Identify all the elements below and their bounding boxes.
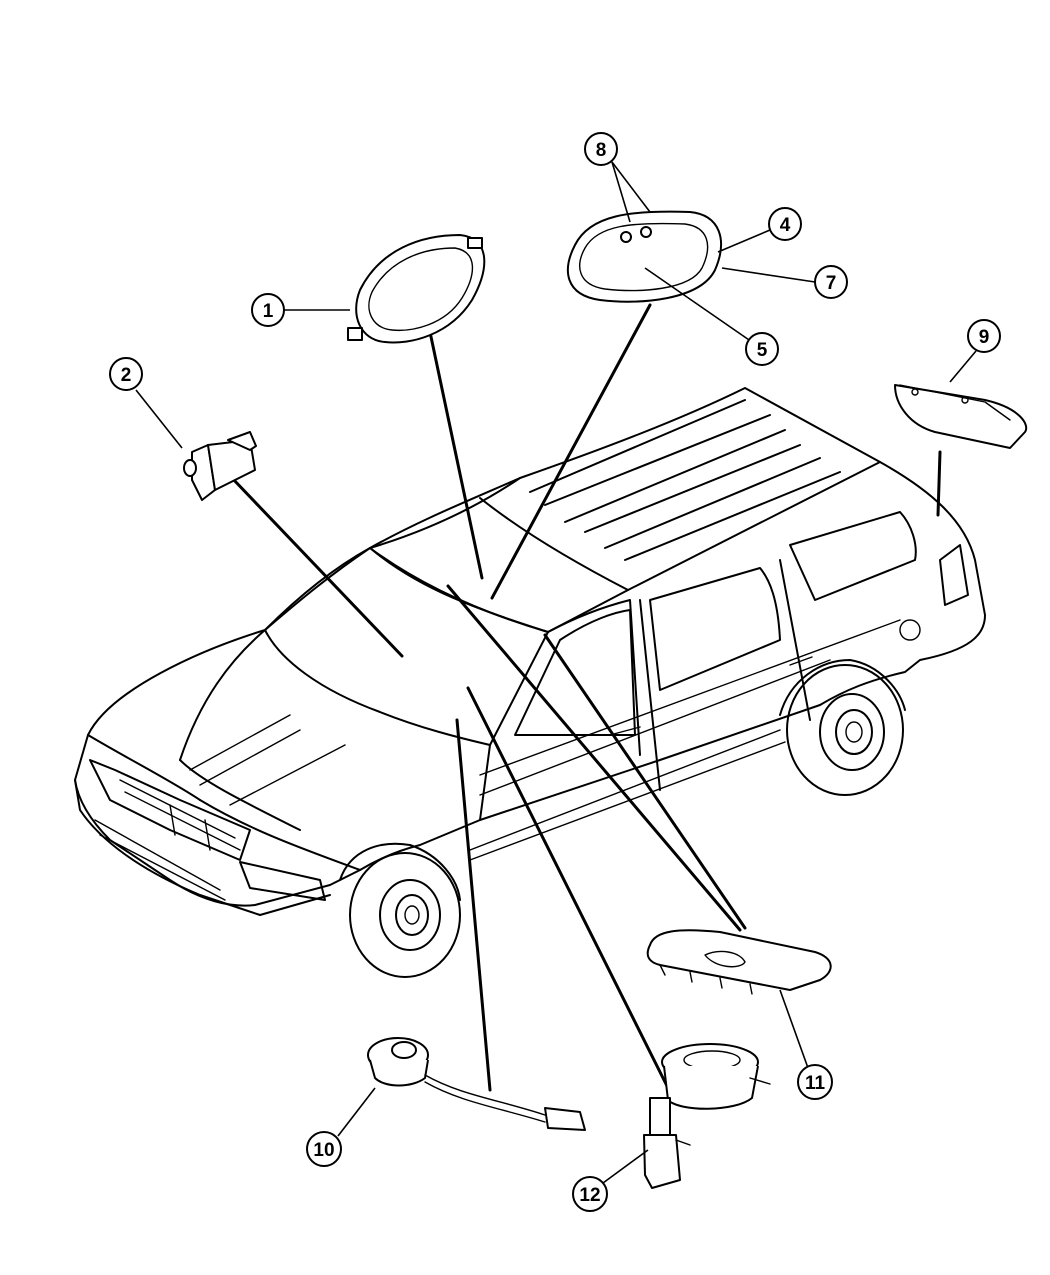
- callout-label: 4: [780, 215, 791, 236]
- callout-label: 5: [757, 340, 768, 361]
- callout-label: 12: [579, 1185, 600, 1206]
- rear-wheel: [779, 659, 906, 796]
- oval-dome-lamp-icon: [347, 234, 486, 344]
- lamp-switch-icon: [183, 431, 257, 501]
- door-lamp-socket-icon: [643, 1043, 771, 1189]
- map-lamp-assembly-icon: [567, 210, 723, 303]
- callout-label: 10: [313, 1140, 334, 1161]
- front-wheel: [339, 842, 461, 978]
- callout-label: 1: [263, 301, 274, 322]
- callout-label: 11: [805, 1073, 826, 1094]
- callout-label: 8: [596, 140, 607, 161]
- courtesy-lamp-icon: [367, 1037, 586, 1131]
- callout-1: 1: [251, 293, 285, 327]
- callout-12: 12: [572, 1176, 608, 1212]
- callout-4: 4: [768, 207, 802, 241]
- callout-label: 2: [121, 365, 132, 386]
- overhead-console-lamp-icon: [646, 929, 832, 995]
- callout-10: 10: [306, 1131, 342, 1167]
- callout-label: 9: [979, 327, 990, 348]
- callout-9: 9: [967, 319, 1001, 353]
- cargo-lamp-icon: [894, 384, 1028, 449]
- callout-leaders: [135, 161, 977, 1184]
- suv-vehicle-illustration: [74, 387, 986, 978]
- callout-2: 2: [109, 357, 143, 391]
- callout-label: 7: [826, 273, 837, 294]
- leader-lines: [230, 303, 942, 1092]
- callout-8: 8: [584, 132, 618, 166]
- callout-11: 11: [797, 1064, 833, 1100]
- callout-7: 7: [814, 265, 848, 299]
- callout-5: 5: [745, 332, 779, 366]
